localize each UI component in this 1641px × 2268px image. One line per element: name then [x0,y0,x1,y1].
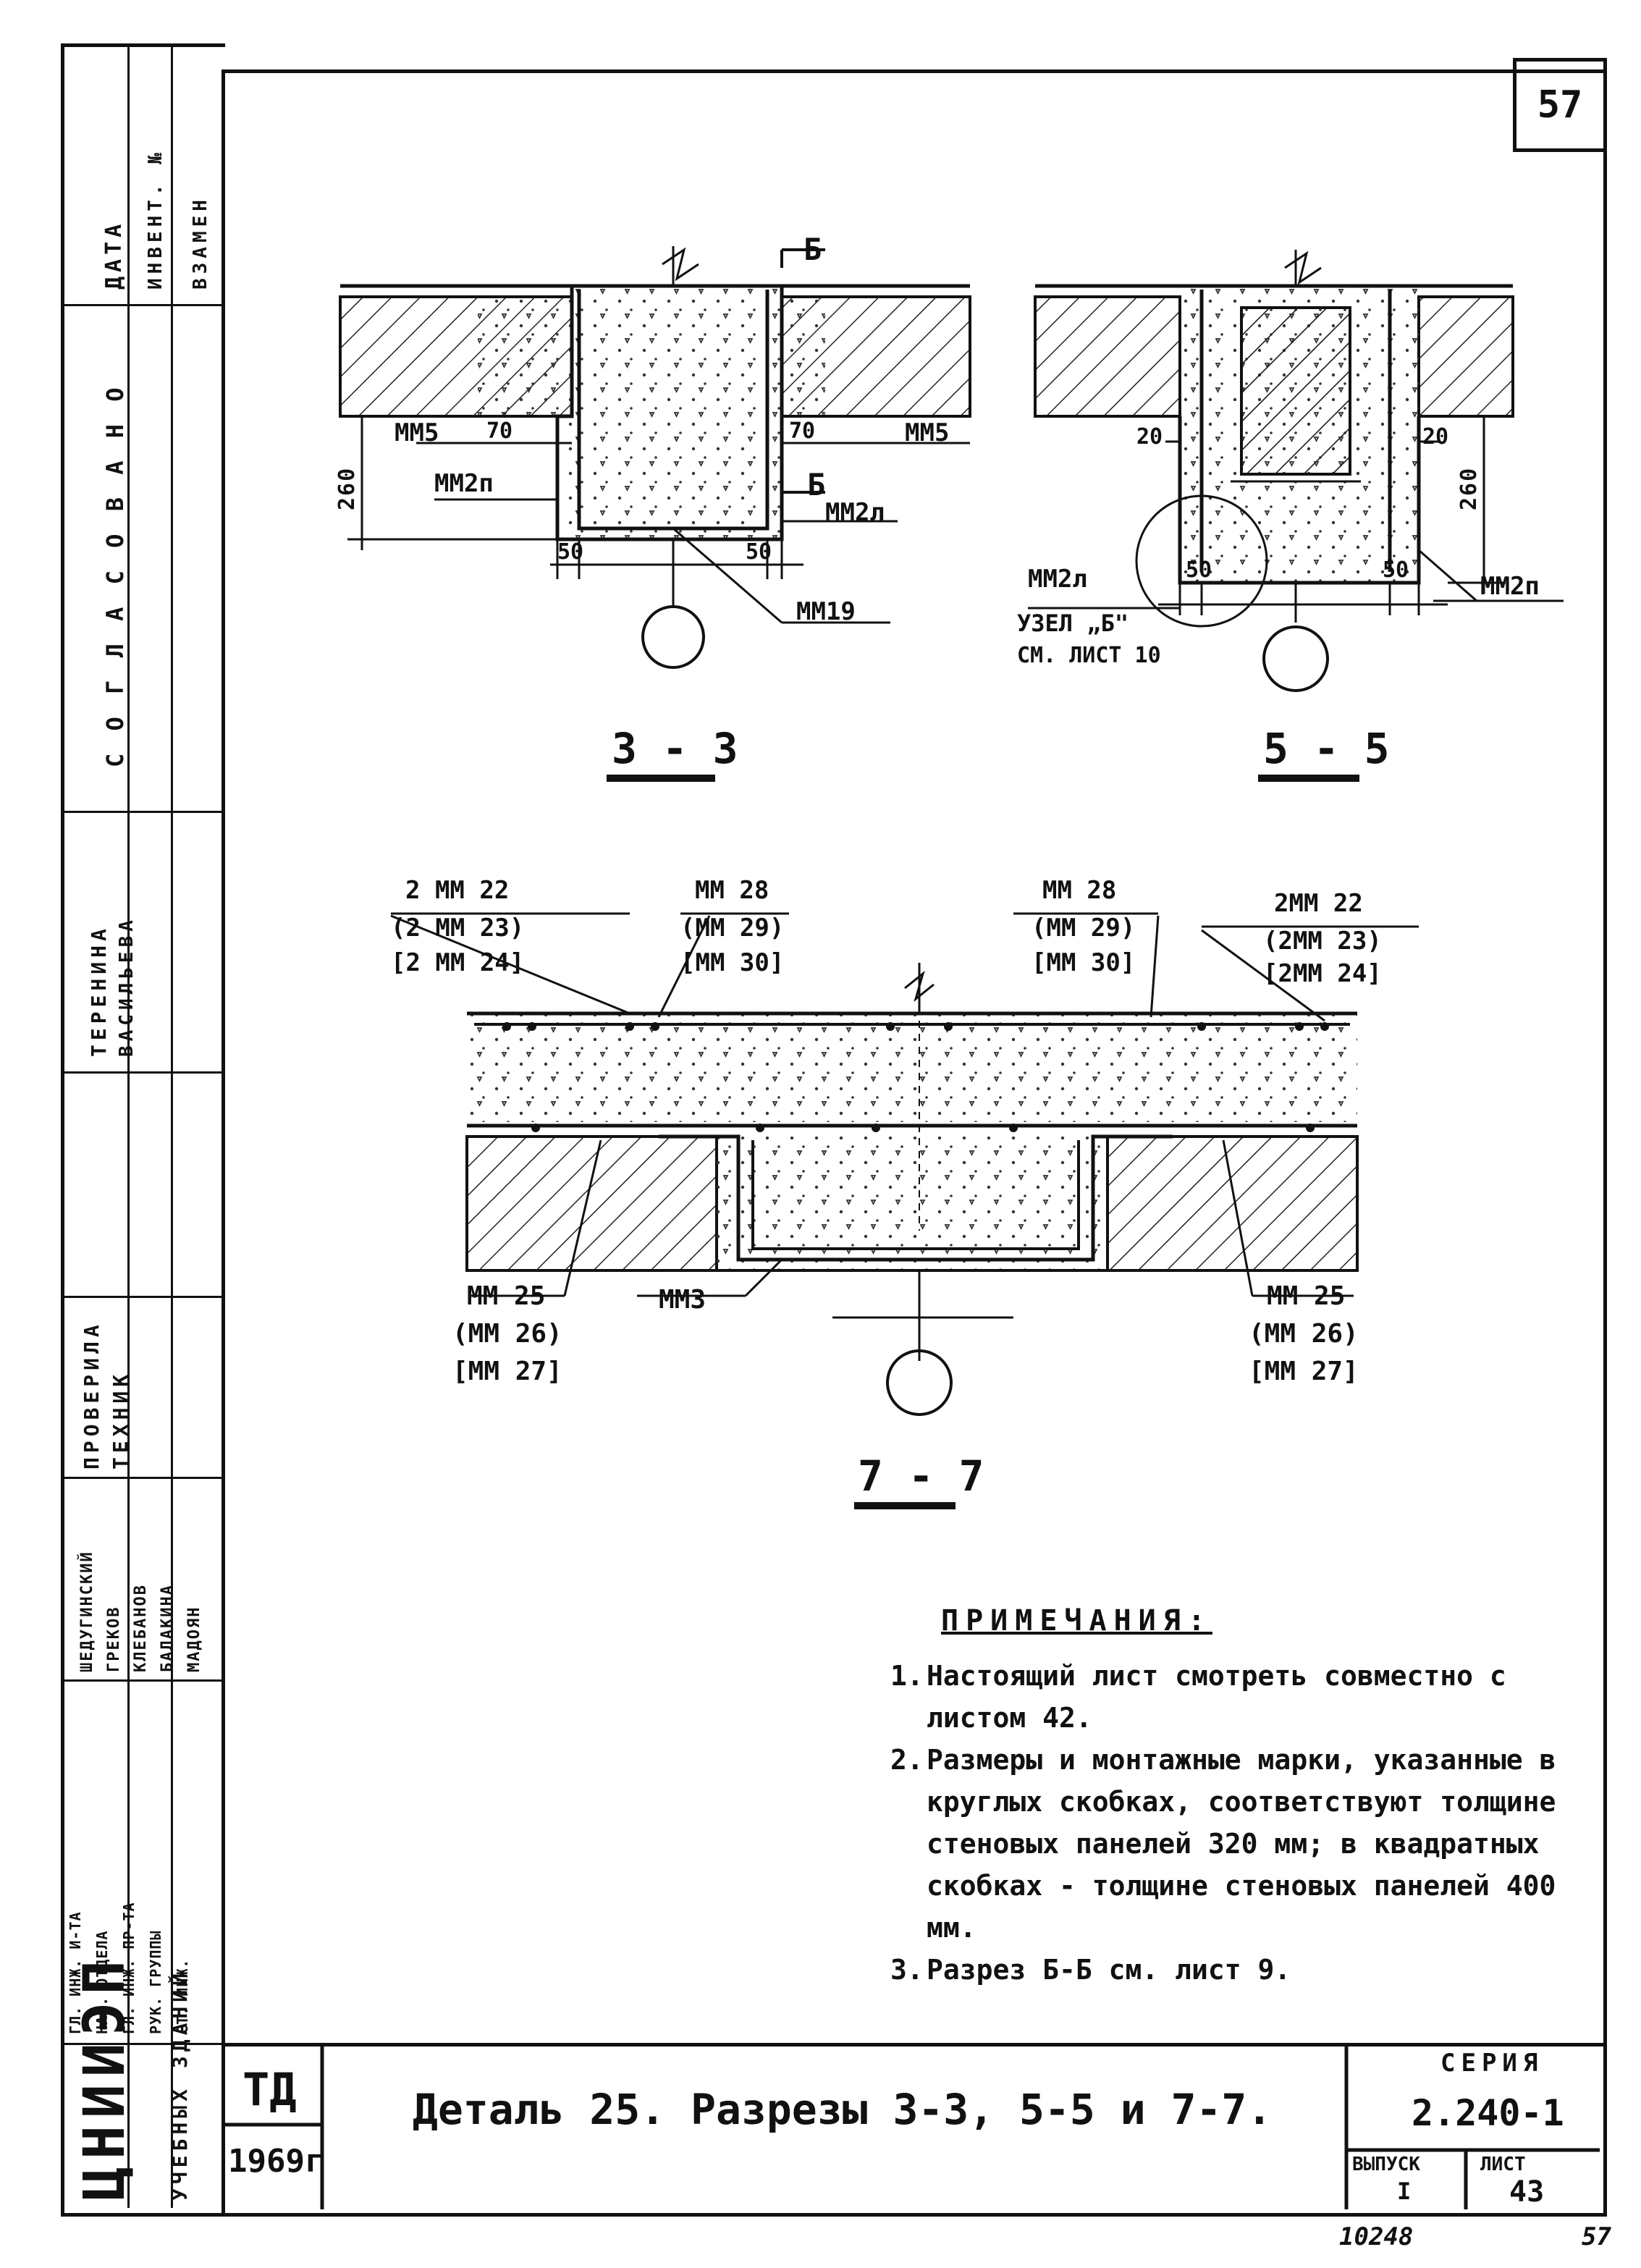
series-number: 2.240-1 [1412,2092,1564,2134]
section-label-3-3: 3 - 3 [612,724,738,773]
sheet-number: 57 [1513,58,1607,152]
mark-mm2p-55: ММ2п [1480,572,1540,601]
mark-mm25-left: ММ 25 [467,1281,546,1311]
note-number: 1. [890,1660,924,1692]
mark-mm30-left: [ММ 30] [680,948,785,977]
mark-mm26-right: (ММ 26) [1249,1319,1359,1349]
mark-mm27-left: [ММ 27] [452,1357,562,1386]
dim-20-right: 20 [1422,424,1449,450]
sheet-number-title: 43 [1509,2175,1545,2209]
dim-50-left: 50 [557,539,584,565]
section-5-5-geometry [1028,250,1564,692]
issue-label: ВЫПУСК [1352,2154,1420,2175]
mark-2mm22-right: 2ММ 22 [1274,889,1363,918]
note-item: 1. Настоящий лист смотреть совместно с л… [890,1655,1585,1739]
mark-mm29-right: (ММ 29) [1032,914,1136,943]
mark-2mm24-right: [2ММ 24] [1263,959,1382,988]
section-mark-b-bottom: Б [807,467,826,502]
node-b-ref: УЗЕЛ „Б" [1017,610,1129,637]
stamp-divider [61,811,222,813]
title-year: 1969г [228,2143,324,2180]
mark-mm2p: ММ2п [434,469,494,498]
note-text: Настоящий лист смотреть совместно с лист… [927,1660,1506,1734]
section-underline [607,775,715,782]
title-block-lines [222,2043,1600,2209]
notes-heading: ПРИМЕЧАНИЯ: [941,1604,1212,1637]
note-text: Размеры и монтажные марки, указанные в к… [927,1744,1556,1944]
mark-2mm23-left: (2 ММ 23) [391,914,525,943]
stamp-divider [171,43,173,2208]
stamp-divider [61,1071,222,1074]
note-text: Разрез Б-Б см. лист 9. [927,1954,1291,1986]
dim-50-left-55: 50 [1186,557,1212,583]
stamp-divider [61,304,222,306]
dim-70-right: 70 [789,418,816,444]
mark-mm30-right: [ММ 30] [1032,948,1136,977]
note-number: 2. [890,1744,924,1776]
drawing-frame [222,69,1607,2217]
mark-mm26-left: (ММ 26) [452,1319,562,1349]
mark-mm28-right: ММ 28 [1042,876,1117,905]
dim-50-right: 50 [746,539,772,565]
mark-mm3: ММ3 [659,1285,706,1315]
note-number: 3. [890,1954,924,1986]
note-item: 2. Размеры и монтажные марки, указанные … [890,1739,1585,1949]
stamp-divider [127,43,130,2208]
section-underline [1258,775,1359,782]
mark-mm25-right: ММ 25 [1267,1281,1346,1311]
title-block [222,2043,1603,2215]
mark-mm27-right: [ММ 27] [1249,1357,1359,1386]
mark-2mm22-left: 2 ММ 22 [405,876,510,905]
section-7-7-geometry [390,912,1419,1416]
drawing-title: Деталь 25. Разрезы 3-3, 5-5 и 7-7. [413,2085,1273,2134]
stamp-divider [61,1477,222,1479]
issue-number: I [1397,2178,1412,2205]
node-b-sheet: СМ. ЛИСТ 10 [1017,643,1161,668]
section-label-7-7: 7 - 7 [858,1451,984,1501]
sheet-label: ЛИСТ [1480,2154,1526,2175]
mark-mm19: ММ19 [796,597,856,626]
mark-mm2l-55: ММ2л [1028,565,1087,594]
section-3-3-geometry [339,246,971,669]
mark-2mm24-left: [2 ММ 24] [391,948,525,977]
mark-mm29-left: (ММ 29) [680,914,785,943]
stamp-divider [61,2043,222,2045]
mark-mm2l: ММ2л [825,498,885,527]
mark-mm5-left: ММ5 [395,418,439,447]
stamp-divider [61,1679,222,1682]
notes-block: ПРИМЕЧАНИЯ: 1. Настоящий лист смотреть с… [890,1600,1585,1991]
section-label-5-5: 5 - 5 [1263,724,1390,773]
section-mark-b-top: Б [803,232,822,267]
stamp-divider [61,1296,222,1298]
corner-number: 57 [1582,2222,1611,2251]
mark-mm28-left: ММ 28 [695,876,769,905]
dim-260: 260 [334,466,360,510]
series-label: СЕРИЯ [1440,2049,1544,2078]
mark-2mm23-right: (2ММ 23) [1263,927,1382,956]
section-underline [854,1502,956,1509]
note-item: 3. Разрез Б-Б см. лист 9. [890,1949,1585,1991]
dim-70-left: 70 [486,418,513,444]
dim-20-left: 20 [1136,424,1163,450]
dim-260-55: 260 [1456,466,1482,510]
title-code: ТД [242,2063,297,2116]
mark-mm5-right: ММ5 [905,418,950,447]
dim-50-right-55: 50 [1383,557,1409,583]
stamp-strip [61,43,225,2217]
inventory-number: 10248 [1339,2222,1414,2251]
